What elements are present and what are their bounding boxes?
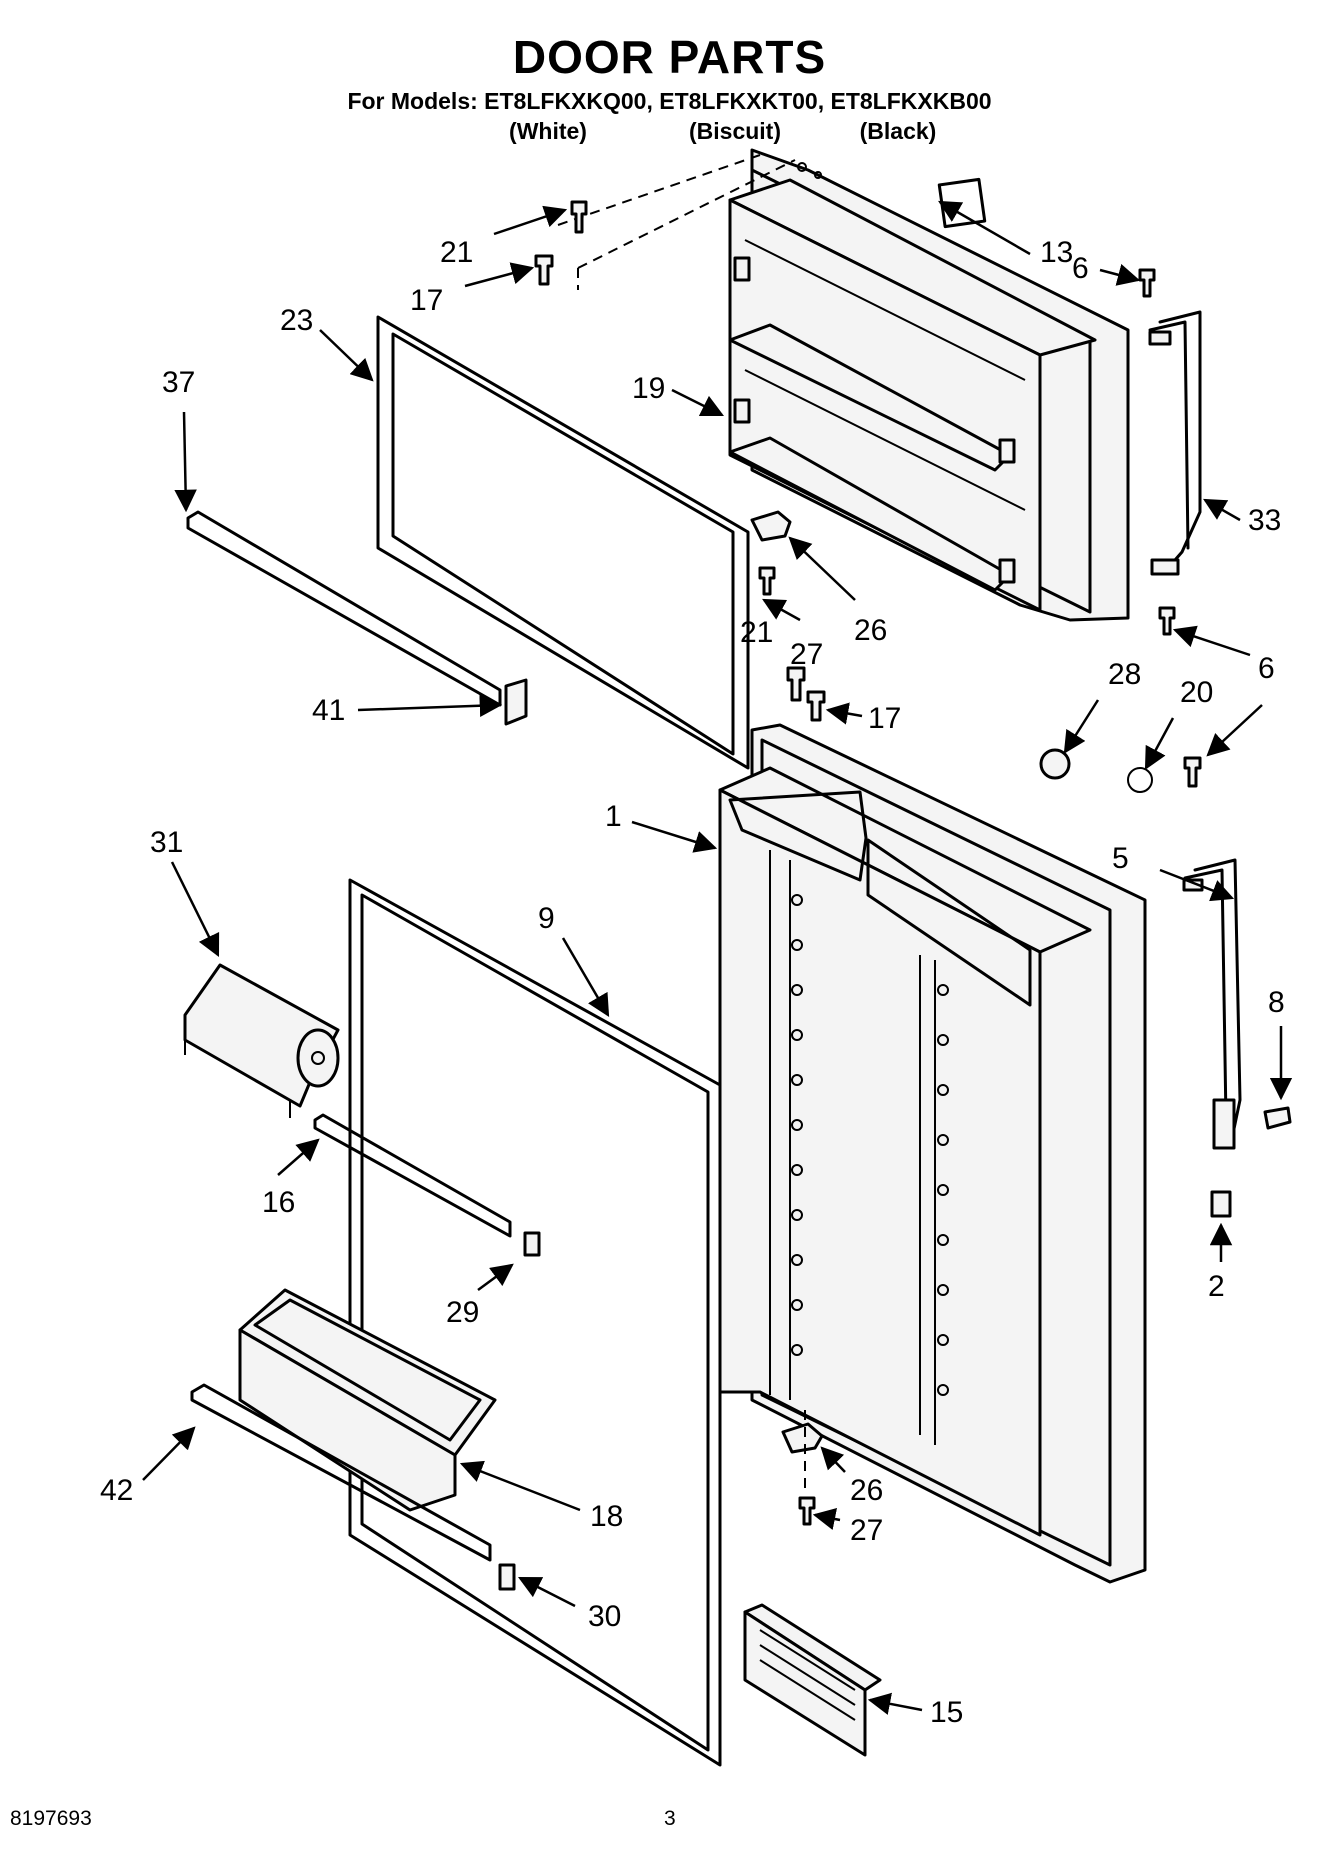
freezer-door-panel [728,148,1130,622]
callout-8: 8 [1268,986,1285,1019]
callout-26-lower: 26 [850,1474,883,1507]
freezer-door-gasket [376,315,750,770]
callout-42: 42 [100,1474,133,1507]
callout-29: 29 [446,1296,479,1329]
callout-15: 15 [930,1696,963,1729]
lower-hinge-bracket [781,1410,824,1526]
callout-16: 16 [262,1186,295,1219]
callout-5: 5 [1112,842,1129,875]
callout-17-middle: 17 [868,702,901,735]
callout-41: 41 [312,694,345,727]
callout-13: 13 [1040,236,1073,269]
callout-19: 19 [632,372,665,405]
callout-27-lower: 27 [850,1514,883,1547]
document-number: 8197693 [10,1807,92,1830]
lower-hinge [1182,858,1292,1218]
shelf-trim-lower [190,1383,516,1591]
shelf-trim-upper [313,1113,541,1257]
label-part [937,177,987,229]
callout-2: 2 [1208,1270,1225,1303]
fresh-food-door-gasket [348,878,722,1767]
callout-6-upper: 6 [1072,252,1089,285]
callout-28: 28 [1108,658,1141,691]
models-line: For Models: ET8LFKXKQ00, ET8LFKXKT00, ET… [347,88,992,114]
page-number: 3 [664,1807,676,1830]
callout-6-lower: 6 [1258,652,1275,685]
screws-middle [786,666,1202,793]
page-title: DOOR PARTS [512,31,827,83]
variant-biscuit: (Biscuit) [689,118,781,144]
callout-9: 9 [538,902,555,935]
callout-21-upper: 21 [440,236,473,269]
callout-21-middle: 21 [740,616,773,649]
callout-17-upper: 17 [410,284,443,317]
callout-1: 1 [605,800,622,833]
dairy-compartment-door [183,963,340,1118]
screws-upper [534,200,1176,636]
fresh-food-door-panel [718,723,1147,1584]
freezer-trim-strip [186,510,528,726]
leader-lines [142,200,1293,1715]
callout-23: 23 [280,304,313,337]
upper-hinge [1148,310,1202,576]
callout-30: 30 [588,1600,621,1633]
callout-20: 20 [1180,676,1213,709]
callout-26-upper: 26 [854,614,887,647]
callout-18: 18 [590,1500,623,1533]
toe-grille [743,1603,882,1757]
callout-27-upper: 27 [790,638,823,671]
callout-31: 31 [150,826,183,859]
callout-33: 33 [1248,504,1281,537]
door-bin [238,1288,497,1512]
variant-black: (Black) [859,118,937,144]
callout-37: 37 [162,366,195,399]
variant-white: (White) [509,118,587,144]
door-shelf-studs [791,894,949,1396]
